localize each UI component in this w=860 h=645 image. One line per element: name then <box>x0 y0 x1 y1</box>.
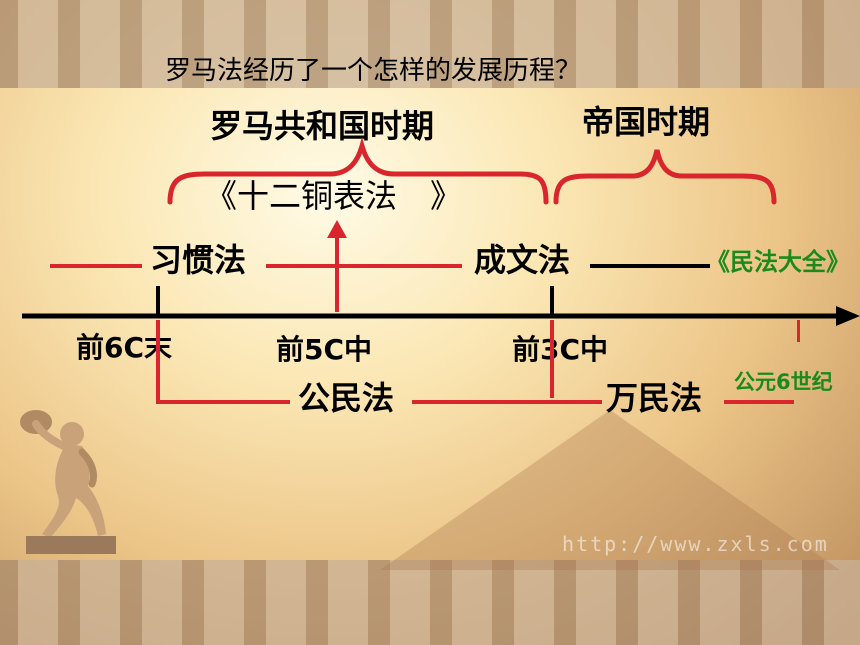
civil-to-gentium-line <box>412 400 602 404</box>
civil-law-left-riser <box>156 320 160 404</box>
twelve-tables-label: 《十二铜表法 <box>205 177 398 215</box>
tick-6c-ad <box>797 320 800 342</box>
civil-law-right-riser <box>550 320 554 398</box>
segment-pre-customary <box>50 264 142 268</box>
period-empire-label: 帝国时期 <box>582 103 711 141</box>
corpus-juris-label: 《民法大全》 <box>706 248 850 276</box>
time-6c-ad: 公元6世纪 <box>734 370 833 394</box>
pyramid-background <box>380 410 840 570</box>
time-mid-3c-bc: 前3C中 <box>512 333 609 366</box>
civil-law-label: 公民法 <box>298 379 395 417</box>
watermark: http://www.zxls.com <box>562 532 829 556</box>
tick-mid-3c-bc <box>550 286 554 316</box>
arrow-head <box>327 220 347 238</box>
axis-arrow-icon <box>836 306 860 326</box>
segment-customary-to-written <box>266 264 462 268</box>
tick-late-6c-bc <box>156 286 160 316</box>
slide-question: 罗马法经历了一个怎样的发展历程？ <box>165 56 582 86</box>
decorative-band-top <box>0 0 860 88</box>
segment-written-to-corpus <box>590 264 710 268</box>
period-republic-label: 罗马共和国时期 <box>210 107 435 145</box>
gentium-tail-line <box>724 400 794 404</box>
discus-thrower-statue-icon <box>20 410 116 554</box>
customary-law-label: 习惯法 <box>150 241 247 279</box>
brace-empire <box>553 149 777 205</box>
time-mid-5c-bc: 前5C中 <box>276 333 373 366</box>
written-law-label: 成文法 <box>474 241 571 279</box>
gentium-law-label: 万民法 <box>606 379 703 417</box>
decorative-band-bottom <box>0 560 860 645</box>
civil-law-bottom-line <box>156 400 290 404</box>
twelve-tables-close: 》 <box>430 177 463 215</box>
brace-republic <box>167 136 549 205</box>
